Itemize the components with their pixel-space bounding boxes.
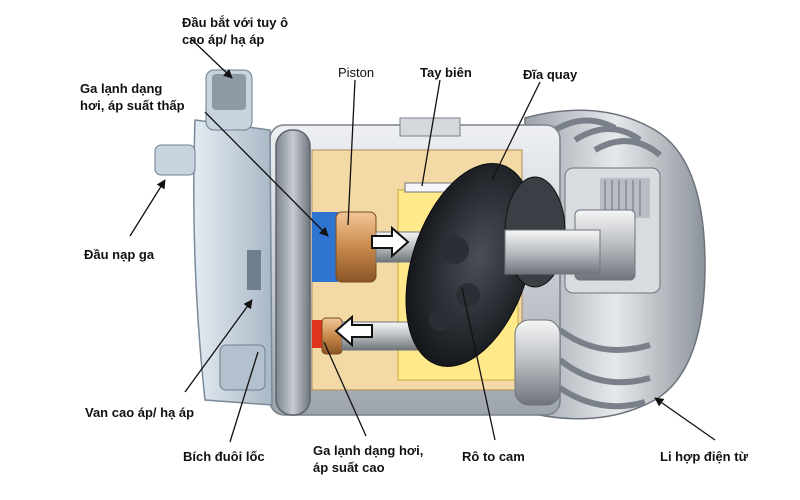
arrow-left-icon <box>334 314 373 348</box>
leader-cam-rotor <box>461 287 496 441</box>
arrow-right-icon <box>371 225 410 259</box>
rear-head <box>154 69 273 406</box>
leader-tail-flange <box>229 351 259 443</box>
label-valve: Van cao áp/ hạ áp <box>85 405 195 420</box>
leader-clutch <box>654 397 716 441</box>
leader-lines <box>129 37 716 443</box>
leader-swash-plate <box>491 81 541 181</box>
leader-low-pressure <box>204 111 329 237</box>
leader-piston <box>347 79 356 226</box>
label-connecting-rod: Tay biên <box>420 65 472 80</box>
leader-valve <box>184 299 253 393</box>
leader-charge-port <box>129 179 166 237</box>
high-pressure-chamber <box>312 320 322 348</box>
tail-flange <box>275 129 311 416</box>
leader-high-pressure <box>323 341 367 437</box>
label-high-pressure-gas: Ga lạnh dạng hơi,áp suất cao <box>313 443 424 475</box>
label-cam-rotor: Rô to cam <box>462 449 525 464</box>
label-clutch: Li hợp điện từ <box>660 449 748 464</box>
cam-rotor <box>504 176 601 406</box>
leader-connecting-rod <box>421 79 441 187</box>
leader-port-hose <box>189 37 233 79</box>
label-tail-flange: Bích đuôi lốc <box>183 449 265 464</box>
swash-plate <box>405 163 535 367</box>
low-pressure-chamber <box>312 212 338 282</box>
label-charge-port: Đầu nạp ga <box>84 247 155 262</box>
label-swash-plate: Đĩa quay <box>523 67 578 82</box>
label-piston: Piston <box>338 65 375 80</box>
